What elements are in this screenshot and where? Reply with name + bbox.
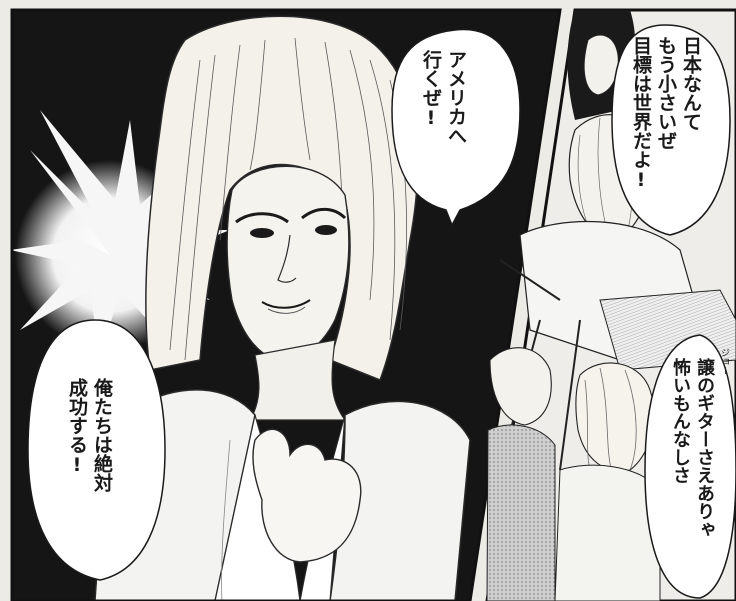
speech-line: 俺たちは絶対 — [91, 378, 113, 492]
furigana-jo: ジョー — [719, 348, 729, 375]
speech-line: 日本なんて — [680, 36, 702, 131]
speech-bubble-success — [27, 319, 166, 581]
character-hand — [252, 428, 362, 563]
speech-bubble-guitar — [644, 334, 736, 599]
speech-text-success: 俺たちは絶対 成功する! — [64, 378, 114, 492]
speech-line: もう小さいぜ — [655, 36, 677, 150]
band-members-bottom — [486, 347, 661, 601]
speech-bubble-japan — [611, 24, 731, 236]
speech-bubble-america — [391, 28, 521, 227]
speech-line: 成功する! — [66, 378, 88, 476]
speech-text-guitar: 譲のギターさえありゃ 怖いもんなしさ — [668, 358, 716, 538]
character-face — [226, 165, 350, 362]
speech-text-america: アメリカへ 行くぜ! — [418, 50, 468, 145]
speech-line: 譲のギターさえありゃ — [694, 358, 715, 538]
speech-line: アメリカへ — [445, 50, 467, 145]
speech-line: 行くぜ! — [420, 50, 442, 129]
speech-line: 目標は世界だよ! — [630, 36, 652, 191]
speech-line: 怖いもんなしさ — [670, 358, 691, 484]
speech-text-japan: 日本なんて もう小さいぜ 目標は世界だよ! — [628, 36, 703, 191]
